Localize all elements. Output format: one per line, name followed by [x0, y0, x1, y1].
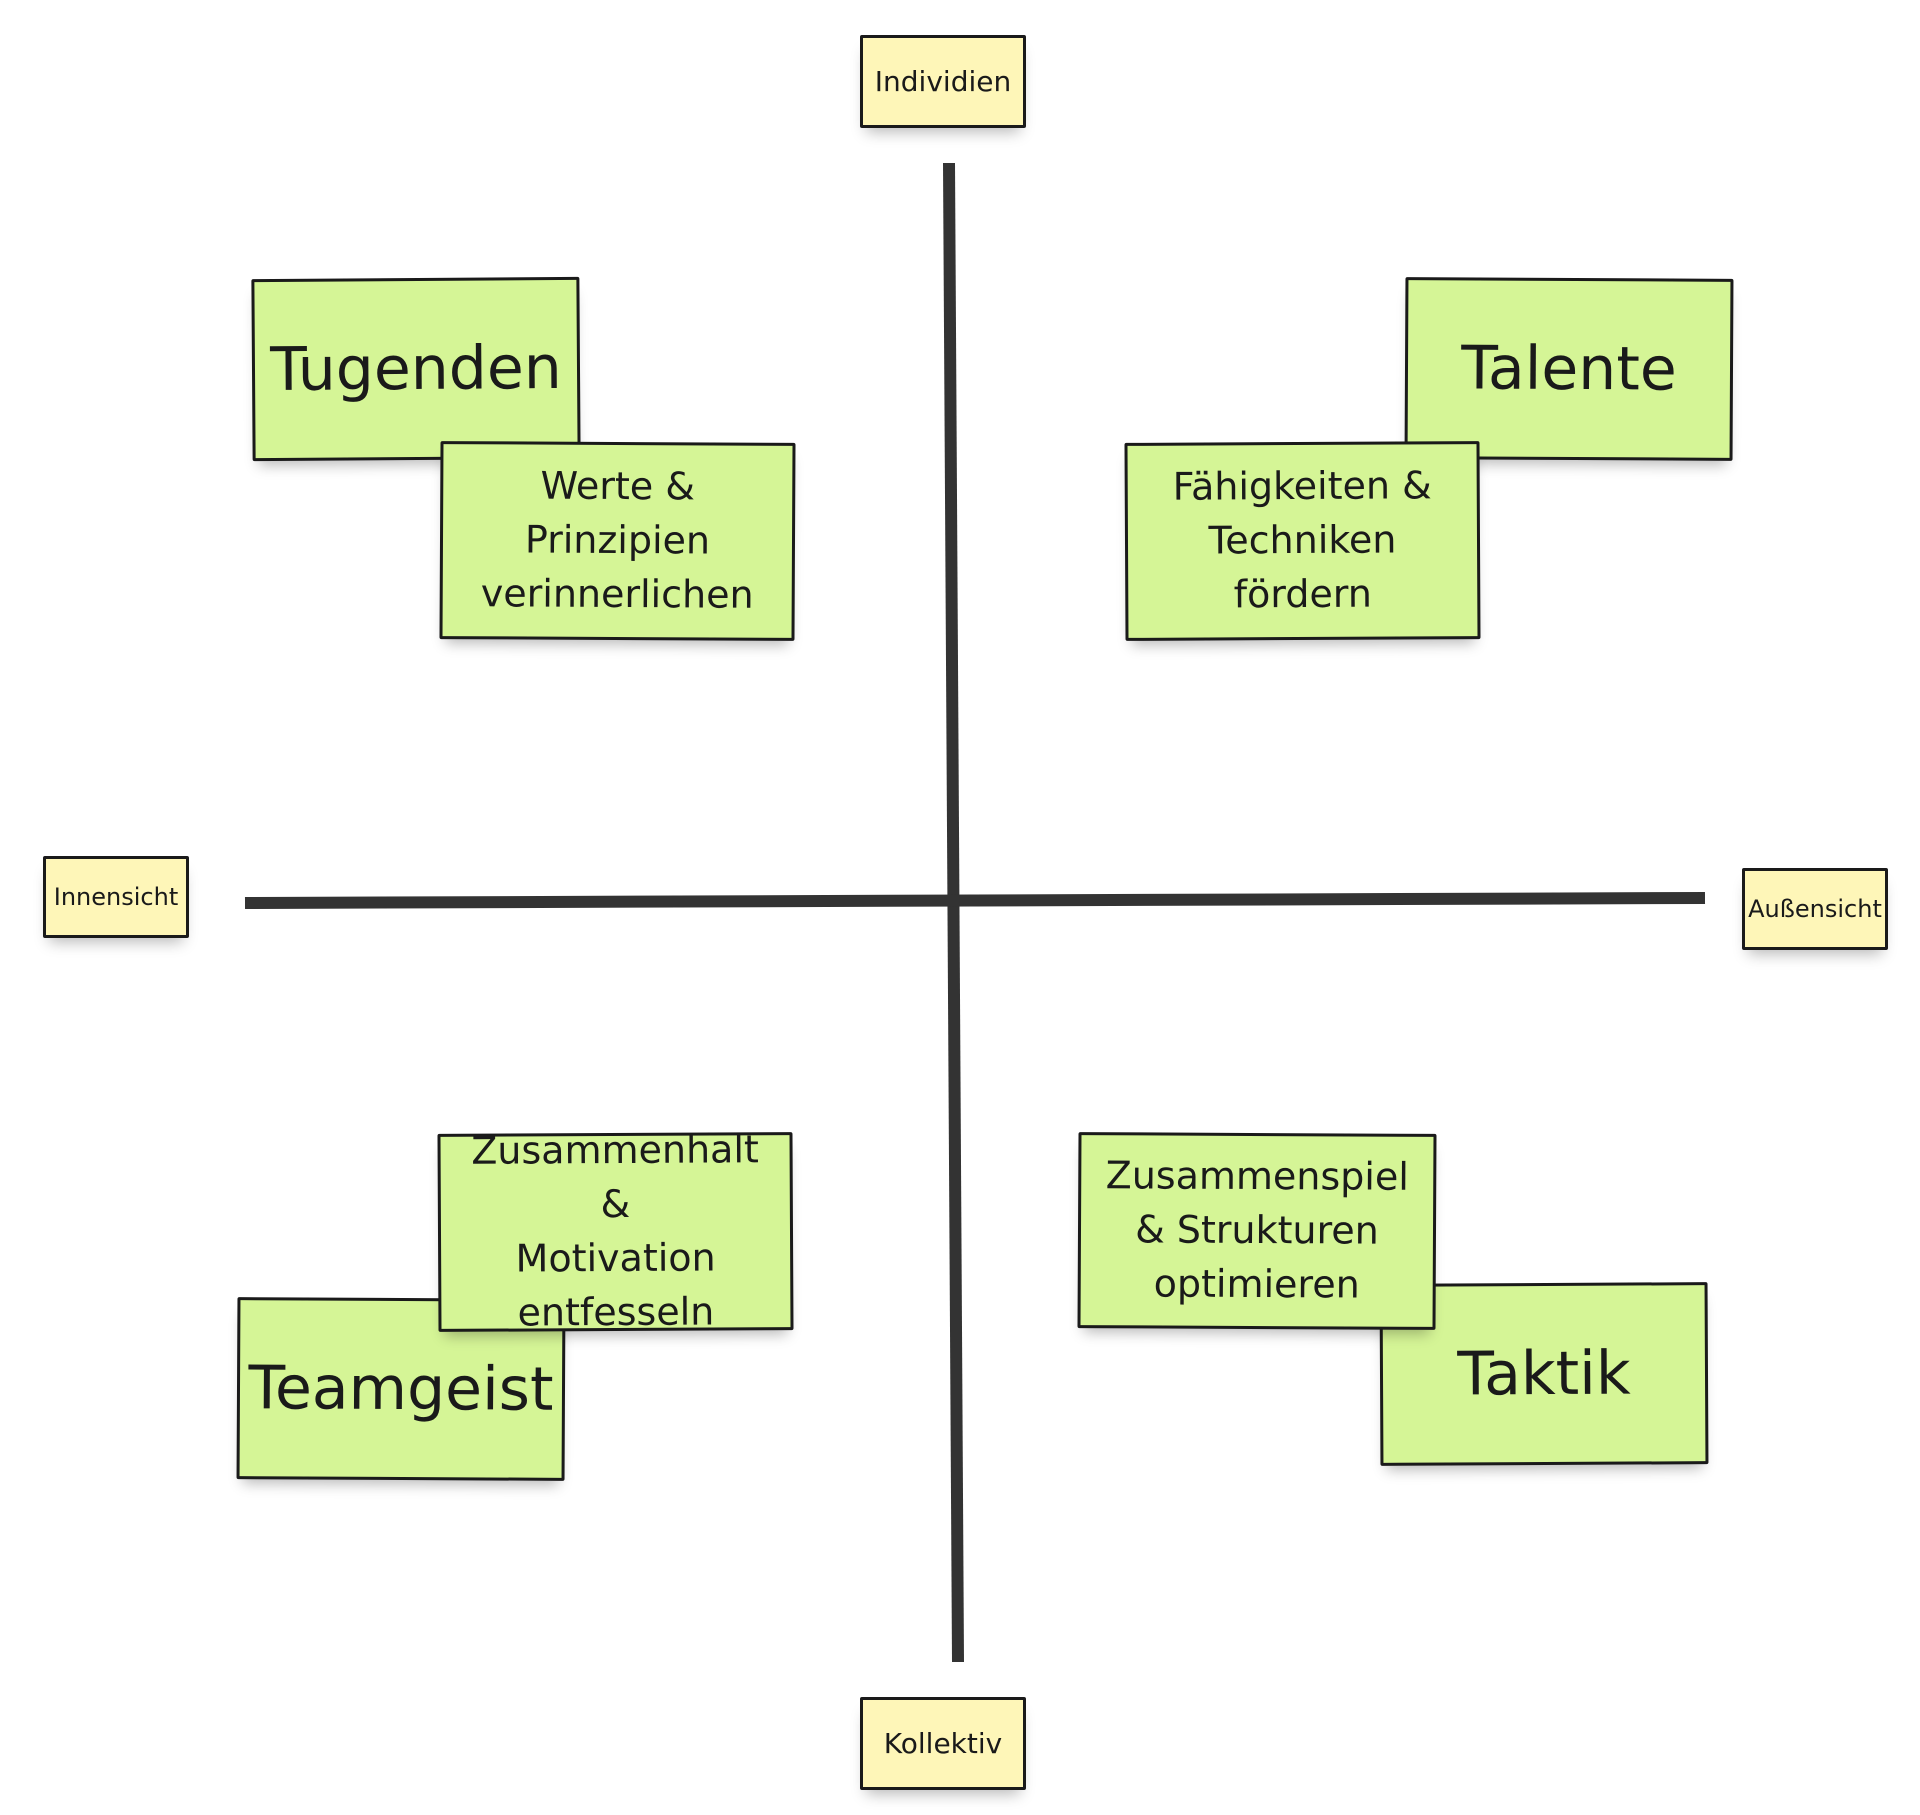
axis-label-left: Innensicht [43, 856, 189, 938]
axis-label-right-text: Außensicht [1748, 894, 1882, 923]
note-werte-prinzipien: Werte & Prinzipien verinnerlichen [439, 441, 796, 641]
note-line: Motivation [515, 1235, 716, 1281]
note-taktik-title: Taktik [1457, 1338, 1631, 1410]
note-line: Zusammenhalt & [471, 1127, 759, 1227]
note-line: Werte & [540, 463, 696, 509]
note-line: Fähigkeiten & [1172, 463, 1432, 509]
note-line: fördern [1233, 571, 1372, 617]
note-faehigkeiten-techniken: Fähigkeiten & Techniken fördern [1124, 441, 1481, 641]
axis-label-top-text: Individien [874, 64, 1012, 98]
note-line: Prinzipien [524, 517, 711, 563]
note-talente-title: Talente [1461, 333, 1677, 405]
note-line: & Strukturen [1135, 1207, 1379, 1253]
note-line: Zusammenspiel [1105, 1153, 1409, 1199]
note-line: entfesseln [517, 1289, 715, 1335]
note-line: verinnerlichen [480, 571, 754, 617]
horizontal-axis-line [244, 892, 1706, 909]
axis-label-right: Außensicht [1742, 868, 1888, 950]
note-zusammenspiel-strukturen: Zusammenspiel & Strukturen optimieren [1077, 1132, 1437, 1330]
axis-label-top: Individien [860, 35, 1026, 128]
note-talente: Talente [1404, 277, 1734, 461]
note-tugenden-title: Tugenden [269, 332, 563, 406]
axis-label-left-text: Innensicht [53, 882, 179, 911]
vertical-axis-line [943, 162, 964, 1663]
axis-label-bottom: Kollektiv [860, 1697, 1026, 1790]
note-line: Techniken [1208, 517, 1397, 563]
note-line: optimieren [1153, 1261, 1360, 1307]
note-tugenden: Tugenden [251, 276, 581, 462]
axis-label-bottom-text: Kollektiv [883, 1726, 1003, 1760]
note-zusammenhalt-motivation: Zusammenhalt & Motivation entfesseln [437, 1127, 794, 1334]
note-teamgeist-title: Teamgeist [248, 1353, 554, 1425]
